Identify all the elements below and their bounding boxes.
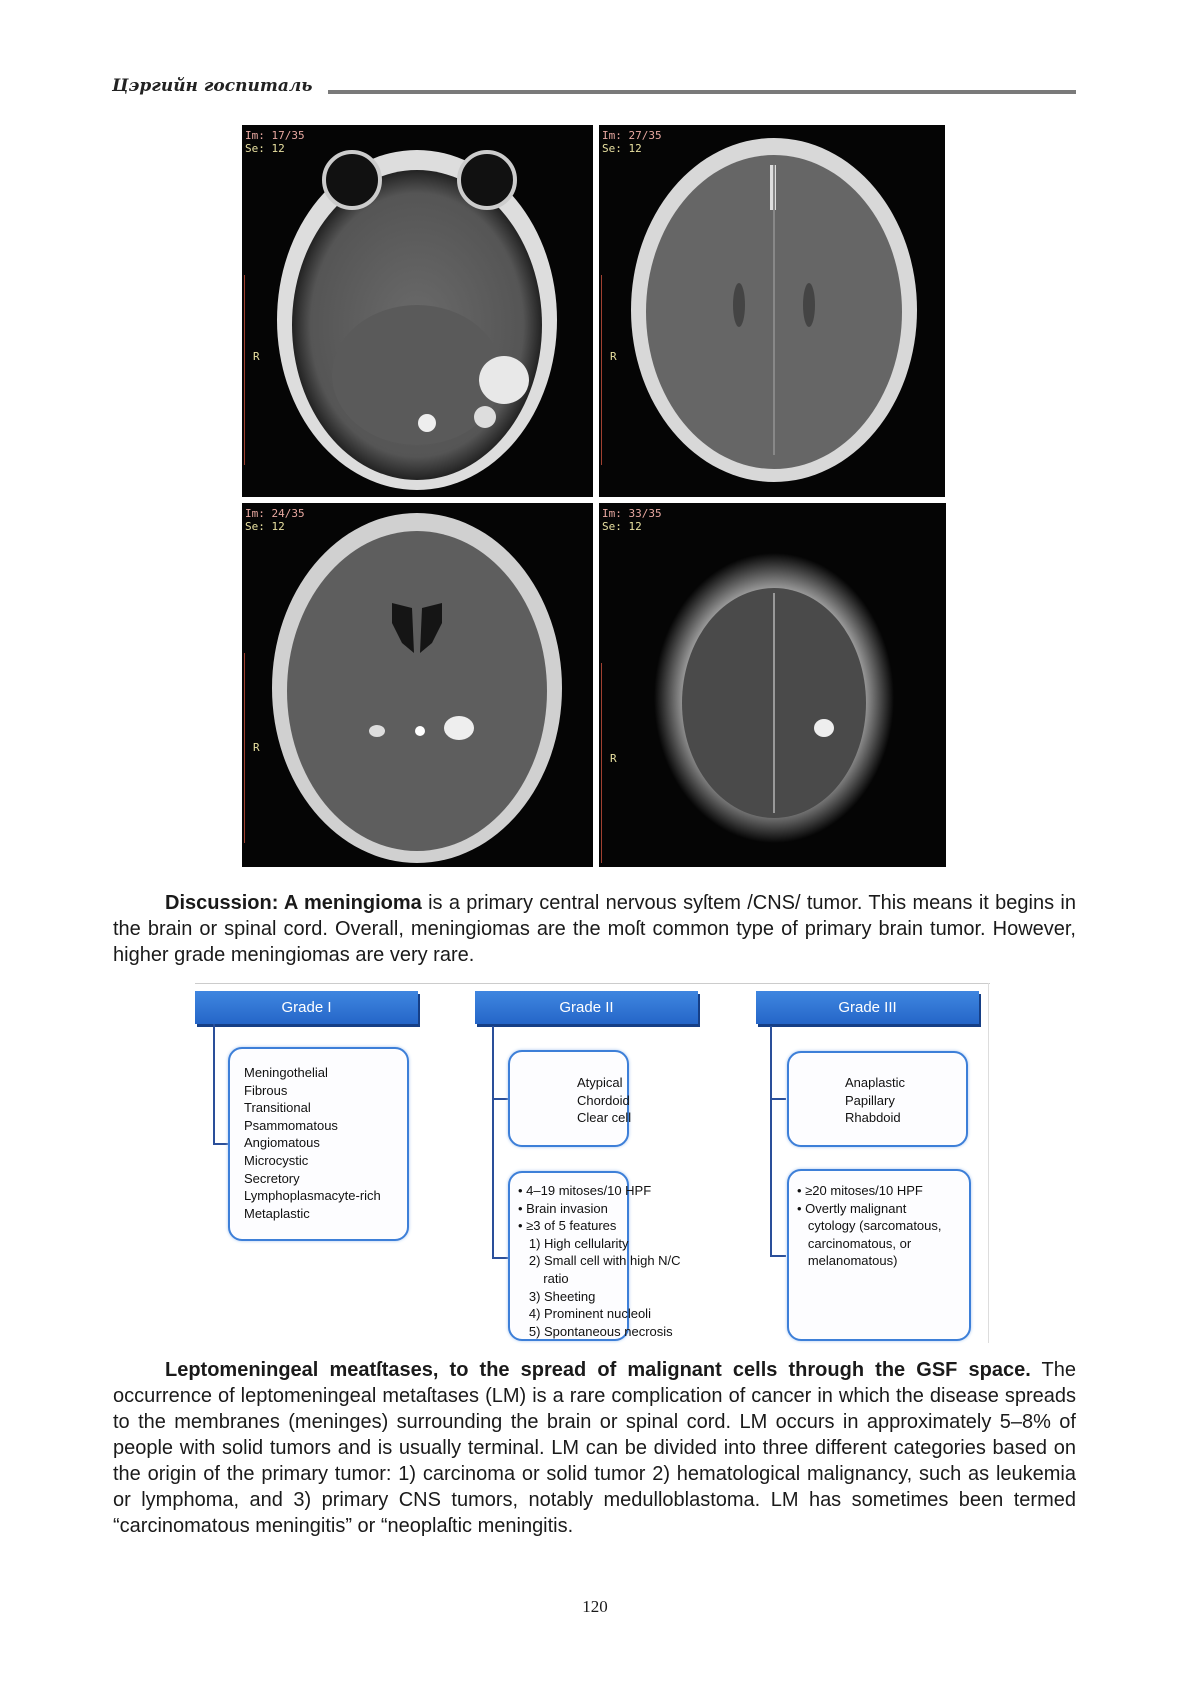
discussion-lead: Discussion: A meningioma <box>165 892 422 914</box>
grade-2-criteria: • 4–19 mitoses/10 HPF • Brain invasion •… <box>508 1171 681 1341</box>
image-number: Im: 27/35 <box>602 129 662 142</box>
grade-3-criteria: • ≥20 mitoses/10 HPF • Overtly malignant… <box>787 1169 971 1341</box>
series-number: Se: 12 <box>245 520 285 533</box>
series-number: Se: 12 <box>602 142 642 155</box>
leptomeningeal-text: The occurrence of leptomeningeal metaſta… <box>113 1359 1076 1537</box>
image-number: Im: 33/35 <box>602 507 662 520</box>
grade-1-types: Meningothelial Fibrous Transitional Psam… <box>228 1047 409 1241</box>
orientation-label: R <box>253 741 260 754</box>
image-number: Im: 24/35 <box>245 507 305 520</box>
series-number: Se: 12 <box>602 520 642 533</box>
grade-2-types: Atypical Chordoid Clear cell <box>508 1050 631 1147</box>
page-number: 120 <box>582 1597 608 1616</box>
leptomeningeal-paragraph: Leptomeningeal meatſtases, to the spread… <box>113 1357 1076 1539</box>
grade-1-header: Grade I <box>195 991 418 1024</box>
grade-3-types: Anaplastic Papillary Rhabdoid <box>787 1051 968 1147</box>
leptomeningeal-lead: Leptomeningeal meatſtases, to the spread… <box>165 1359 1031 1381</box>
header-rule <box>328 90 1076 94</box>
image-number: Im: 17/35 <box>245 129 305 142</box>
grade-2-header: Grade II <box>475 991 698 1024</box>
series-number: Se: 12 <box>245 142 285 155</box>
orientation-label: R <box>253 350 260 363</box>
discussion-text: is a primary central nervous syſtem /CNS… <box>113 892 1076 966</box>
grade-3-header: Grade III <box>756 991 979 1024</box>
discussion-paragraph: Discussion: A meningioma is a primary ce… <box>113 890 1076 968</box>
orientation-label: R <box>610 752 617 765</box>
journal-header-title: Цэргийн госпиталь <box>112 76 313 96</box>
meningioma-grade-diagram: Grade I Grade II Grade III Meningothelia… <box>195 983 990 1343</box>
orientation-label: R <box>610 350 617 363</box>
